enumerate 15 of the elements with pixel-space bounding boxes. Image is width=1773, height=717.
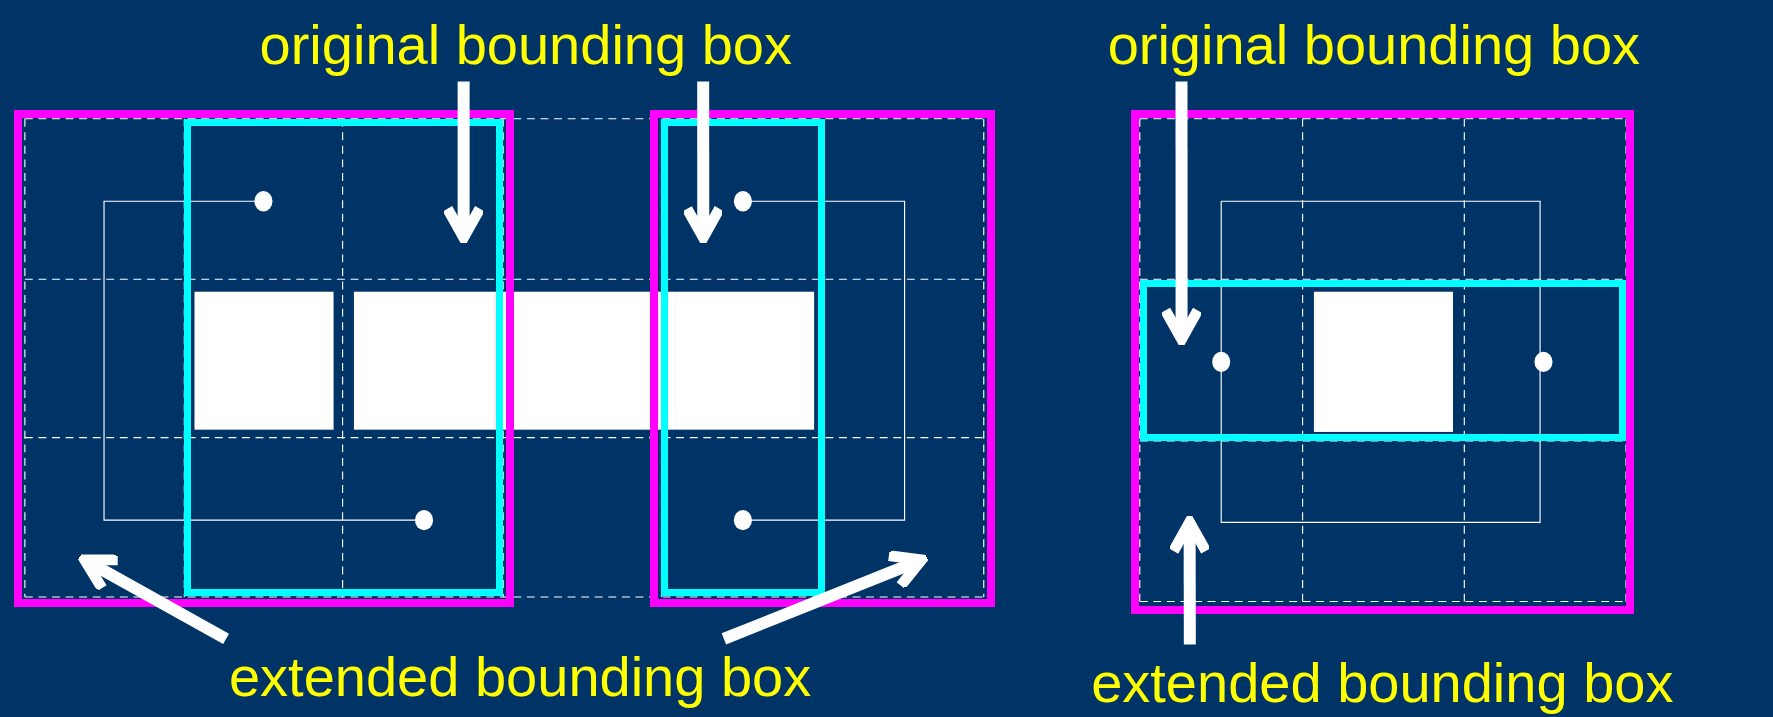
bounding-box-outline	[184, 118, 504, 596]
arrow	[1160, 81, 1204, 345]
arrow	[681, 81, 725, 243]
callout-label: extended bounding box	[147, 644, 894, 711]
callout-label: extended bounding box	[1006, 650, 1759, 716]
arrow	[721, 550, 927, 645]
callout-label: original bounding box	[1017, 13, 1730, 76]
bounding-box-outline	[13, 109, 515, 608]
callout-label: original bounding box	[169, 13, 882, 76]
arrow	[79, 554, 230, 645]
bounding-box-outline	[661, 118, 826, 596]
bounding-box-outline	[650, 109, 996, 608]
arrow	[442, 81, 486, 243]
arrow	[1168, 516, 1212, 645]
bounding-box-outline	[1139, 280, 1626, 441]
